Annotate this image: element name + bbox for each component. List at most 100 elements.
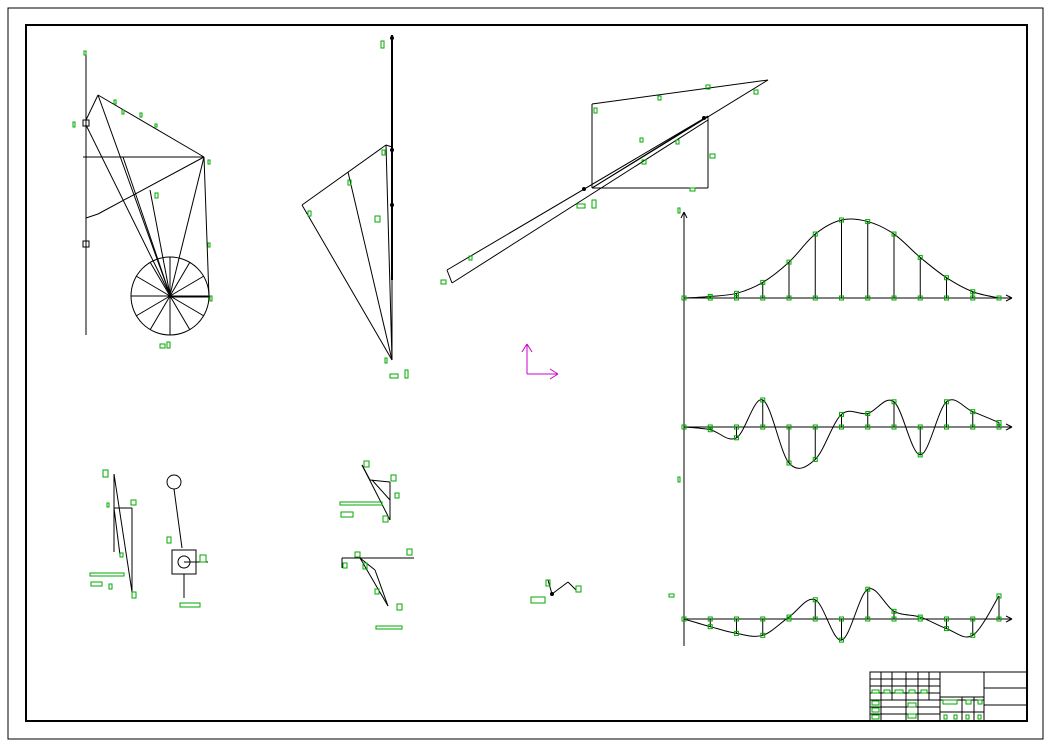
point-marker bbox=[786, 295, 792, 301]
point-marker bbox=[891, 608, 897, 614]
point-marker bbox=[970, 289, 976, 295]
point-marker bbox=[760, 616, 766, 622]
point-marker bbox=[707, 295, 713, 301]
force-diagram-4-labels bbox=[342, 548, 413, 630]
point-marker bbox=[681, 295, 687, 301]
point-marker bbox=[970, 616, 976, 622]
point-marker bbox=[786, 424, 792, 430]
outer-border bbox=[7, 7, 1044, 740]
velocity-polygon-view bbox=[301, 35, 394, 361]
point-marker bbox=[996, 616, 1002, 622]
curve-plots bbox=[668, 207, 1013, 646]
small-link-labels bbox=[530, 579, 582, 604]
crank-spokes bbox=[131, 257, 209, 335]
point-marker bbox=[970, 424, 976, 430]
point-marker bbox=[760, 632, 766, 638]
ucs-axis-icon bbox=[521, 343, 559, 380]
linkage-mechanism-view bbox=[82, 55, 210, 336]
point-marker bbox=[760, 295, 766, 301]
point-marker bbox=[970, 295, 976, 301]
point-marker bbox=[760, 424, 766, 430]
force-diagram-2-labels bbox=[166, 536, 207, 608]
force-diagram-3-labels bbox=[339, 460, 400, 523]
point-marker bbox=[812, 231, 818, 237]
point-marker bbox=[891, 399, 897, 405]
point-marker bbox=[891, 231, 897, 237]
point-marker bbox=[760, 279, 766, 285]
point-marker bbox=[839, 424, 844, 430]
point-marker bbox=[944, 295, 949, 301]
point-marker bbox=[839, 217, 844, 223]
point-marker bbox=[734, 616, 739, 622]
point-marker bbox=[786, 259, 792, 265]
point-marker bbox=[970, 632, 976, 638]
point-marker bbox=[865, 219, 871, 225]
point-marker bbox=[944, 275, 949, 281]
point-marker bbox=[944, 399, 949, 405]
point-marker bbox=[891, 295, 897, 301]
title-block-labels bbox=[871, 689, 983, 720]
inner-border bbox=[25, 24, 1028, 722]
force-diagram-4 bbox=[341, 557, 414, 607]
point-marker bbox=[707, 424, 713, 430]
point-marker bbox=[944, 424, 949, 430]
plot-annotations bbox=[668, 207, 681, 598]
point-marker bbox=[812, 456, 818, 462]
point-marker bbox=[917, 452, 923, 458]
point-marker bbox=[734, 424, 739, 430]
point-marker bbox=[891, 424, 897, 430]
plot-layer bbox=[681, 217, 1002, 643]
point-marker bbox=[786, 616, 792, 622]
velocity-annotations bbox=[307, 40, 409, 379]
acceleration-annotations bbox=[440, 84, 759, 285]
point-marker bbox=[734, 290, 739, 296]
point-marker bbox=[996, 295, 1002, 301]
force-diagram-2 bbox=[166, 474, 208, 598]
force-diagram-3 bbox=[361, 464, 391, 521]
point-marker bbox=[734, 630, 739, 636]
point-marker bbox=[917, 295, 923, 301]
point-marker bbox=[681, 424, 687, 430]
point-marker bbox=[865, 411, 871, 416]
point-marker bbox=[865, 424, 871, 430]
point-marker bbox=[996, 424, 1002, 430]
point-marker bbox=[944, 626, 949, 632]
point-marker bbox=[865, 586, 871, 592]
point-marker bbox=[839, 637, 844, 643]
point-marker bbox=[839, 616, 844, 622]
plot-axes bbox=[680, 211, 1013, 646]
point-marker bbox=[970, 409, 976, 415]
point-marker bbox=[839, 411, 844, 417]
point-marker bbox=[812, 616, 818, 622]
point-marker bbox=[839, 295, 844, 301]
acceleration-polygon-view bbox=[446, 79, 769, 284]
point-marker bbox=[944, 616, 949, 622]
point-marker bbox=[707, 624, 713, 630]
point-marker bbox=[891, 616, 897, 622]
curve-line-1 bbox=[683, 218, 1000, 299]
point-marker bbox=[996, 593, 1002, 599]
point-marker bbox=[734, 435, 739, 441]
point-marker bbox=[917, 616, 923, 622]
point-marker bbox=[786, 460, 792, 466]
point-marker bbox=[681, 616, 687, 622]
point-marker bbox=[865, 616, 871, 622]
force-diagram-1-labels bbox=[89, 469, 137, 599]
point-marker bbox=[812, 597, 818, 603]
point-marker bbox=[812, 424, 818, 430]
curve-line-2 bbox=[683, 399, 1000, 469]
point-marker bbox=[707, 427, 713, 433]
point-marker bbox=[812, 295, 818, 301]
curve-line-3 bbox=[683, 588, 1000, 641]
force-diagram-1 bbox=[113, 473, 133, 593]
point-marker bbox=[734, 295, 739, 301]
title-block bbox=[869, 671, 1028, 722]
point-marker bbox=[760, 397, 766, 403]
small-link-sketch bbox=[547, 579, 577, 596]
linkage-annotations bbox=[72, 50, 213, 349]
point-marker bbox=[917, 424, 923, 430]
point-marker bbox=[707, 616, 713, 622]
point-marker bbox=[917, 254, 923, 260]
point-marker bbox=[865, 295, 871, 301]
